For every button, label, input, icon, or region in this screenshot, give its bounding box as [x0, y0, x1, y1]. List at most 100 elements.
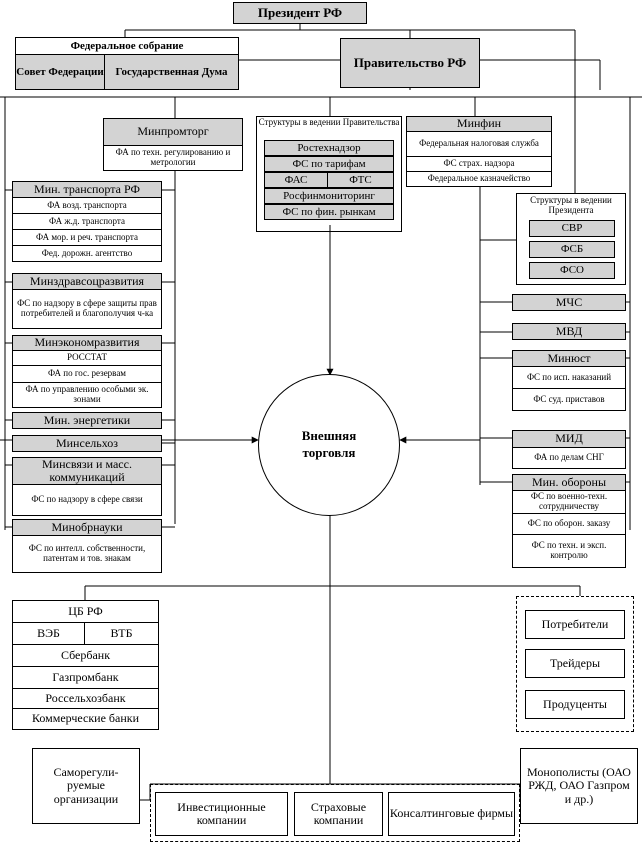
minfin-item-1-label: Федеральная налоговая служба — [419, 138, 539, 149]
mintrans-label: Мин. транспорта РФ — [34, 181, 140, 196]
minoborony-box: Мин. обороны — [512, 474, 626, 491]
minsvyaz-sub-label: ФС по надзору в сфере связи — [31, 494, 143, 505]
gov-structures-frame — [256, 116, 402, 232]
sro-box: Саморегули-руемые организации — [32, 748, 140, 824]
mintrans-item-1: ФА возд. транспорта — [12, 197, 162, 214]
mintrans-item-4: Фед. дорожн. агентство — [12, 245, 162, 262]
fs-fin-markets-label: ФС по фин. рынкам — [282, 205, 376, 218]
minjust-label: Минюст — [547, 350, 591, 365]
fts-box: ФТС — [327, 172, 394, 188]
government-box: Правительство РФ — [340, 38, 480, 88]
consulting-firms-label: Консалтинговые фирмы — [389, 806, 514, 821]
minselhoz-label: Минсельхоз — [55, 435, 119, 450]
foreign-trade-line-1: Внешняя — [301, 428, 357, 444]
minek-item-2-label: ФА по гос. резервам — [47, 368, 127, 379]
cb-rf-label: ЦБ РФ — [68, 603, 103, 618]
vtb-label: ВТБ — [110, 625, 133, 640]
investment-companies-box: Инвестиционные компании — [155, 792, 288, 836]
veb-box: ВЭБ — [12, 622, 85, 645]
monopolists-label: Монополисты (ОАО РЖД, ОАО Газпром и др.) — [527, 765, 631, 806]
rosfinmonitoring-box: Росфинмониторинг — [264, 188, 394, 204]
gazprombank-box: Газпромбанк — [12, 666, 159, 689]
minoborony-item-3: ФС по техн. и эксп. контролю — [512, 534, 626, 568]
minoborony-label: Мин. обороны — [531, 474, 607, 489]
mintrans-item-1-label: ФА возд. транспорта — [47, 199, 127, 210]
minoborony-item-3-label: ФС по техн. и эксп. контролю — [531, 540, 607, 560]
minek-box: Минэкономразвития — [12, 335, 162, 351]
minek-item-3-label: ФА по управлению особыми эк. зонами — [25, 384, 149, 404]
rosfinmonitoring-label: Росфинмониторинг — [283, 189, 375, 202]
financial-services-frame — [150, 784, 520, 842]
minpromtorg-sub-label: ФА по техн. регулированию и метрологии — [115, 147, 231, 167]
fts-label: ФТС — [349, 173, 372, 186]
fsb-box: ФСБ — [529, 241, 615, 258]
minselhoz-box: Минсельхоз — [12, 435, 162, 452]
minek-item-3: ФА по управлению особыми эк. зонами — [12, 382, 162, 408]
minjust-item-1: ФС по исп. наказаний — [512, 366, 626, 389]
monopolists-box: Монополисты (ОАО РЖД, ОАО Газпром и др.) — [520, 748, 638, 824]
mid-sub-label: ФА по делам СНГ — [534, 452, 604, 463]
gov-structures-title: Структуры в ведении Правительства — [258, 117, 400, 127]
minenergy-box: Мин. энергетики — [12, 412, 162, 429]
rosselkhozbank-box: Россельхозбанк — [12, 688, 159, 709]
minoborony-item-2-label: ФС по оборон. заказу — [527, 518, 611, 529]
minzdrav-sub-box: ФС по надзору в сфере защиты прав потреб… — [12, 289, 162, 329]
minobr-box: Минобрнауки — [12, 519, 162, 536]
mvd-box: МВД — [512, 323, 626, 340]
gazprombank-label: Газпромбанк — [52, 669, 119, 684]
president-structures-frame — [516, 193, 626, 285]
minobr-label: Минобрнауки — [51, 519, 123, 534]
minfin-item-3: Федеральное казначейство — [406, 171, 552, 187]
minfin-item-2-label: ФС страх. надзора — [443, 158, 515, 169]
minjust-box: Минюст — [512, 350, 626, 367]
minek-item-1-label: РОССТАТ — [67, 352, 107, 363]
mintrans-item-2: ФА ж.д. транспорта — [12, 213, 162, 230]
mintrans-box: Мин. транспорта РФ — [12, 181, 162, 198]
minpromtorg-box: Минпромторг — [103, 118, 243, 146]
president-structures-title: Структуры в ведении Президента — [530, 195, 612, 215]
minek-item-1: РОССТАТ — [12, 350, 162, 366]
fs-fin-markets-box: ФС по фин. рынкам — [264, 204, 394, 220]
mid-box: МИД — [512, 430, 626, 448]
fas-label: ФАС — [284, 173, 308, 186]
consulting-firms-box: Консалтинговые фирмы — [388, 792, 515, 836]
state-duma-label: Государственная Дума — [115, 65, 228, 78]
cb-rf-box: ЦБ РФ — [12, 600, 159, 623]
mid-label: МИД — [555, 431, 583, 446]
president-label: Президент РФ — [257, 4, 343, 20]
mchs-box: МЧС — [512, 294, 626, 311]
minzdrav-box: Минздравсоцразвития — [12, 273, 162, 290]
traders-label: Трейдеры — [549, 655, 601, 670]
minoborony-item-2: ФС по оборон. заказу — [512, 513, 626, 535]
minsvyaz-label: Минсвязи и масс. коммуникаций — [42, 457, 132, 484]
minzdrav-sub-label: ФС по надзору в сфере защиты прав потреб… — [17, 298, 157, 318]
minek-label: Минэкономразвития — [34, 335, 140, 350]
minoborony-item-1: ФС по военно-техн. сотрудничеству — [512, 490, 626, 514]
insurance-companies-label: Страховые компании — [310, 799, 367, 827]
federation-council-label: Совет Федерации — [16, 65, 104, 78]
vtb-box: ВТБ — [84, 622, 159, 645]
fsb-label: ФСБ — [560, 243, 584, 256]
svr-label: СВР — [561, 222, 583, 235]
insurance-companies-box: Страховые компании — [294, 792, 383, 836]
sberbank-box: Сбербанк — [12, 644, 159, 667]
president-box: Президент РФ — [233, 2, 367, 24]
veb-label: ВЭБ — [37, 625, 60, 640]
minpromtorg-label: Минпромторг — [137, 124, 209, 139]
minfin-item-2: ФС страх. надзора — [406, 156, 552, 172]
mvd-label: МВД — [555, 323, 583, 338]
federal-assembly-box: Федеральное собрание — [15, 37, 239, 55]
sberbank-label: Сбербанк — [60, 647, 111, 662]
minobr-sub-box: ФС по интелл. собственности, патентам и … — [12, 535, 162, 573]
fs-tariffs-label: ФС по тарифам — [292, 157, 366, 170]
minsvyaz-box: Минсвязи и масс. коммуникаций — [12, 457, 162, 485]
mintrans-item-3-label: ФА мор. и реч. транспорта — [36, 231, 138, 242]
minfin-item-1: Федеральная налоговая служба — [406, 131, 552, 157]
government-label: Правительство РФ — [353, 54, 467, 70]
commercial-banks-box: Коммерческие банки — [12, 708, 159, 730]
rostekhnadzor-label: Ростехнадзор — [297, 141, 361, 154]
minzdrav-label: Минздравсоцразвития — [29, 273, 145, 288]
minobr-sub-label: ФС по интелл. собственности, патентам и … — [28, 543, 146, 563]
